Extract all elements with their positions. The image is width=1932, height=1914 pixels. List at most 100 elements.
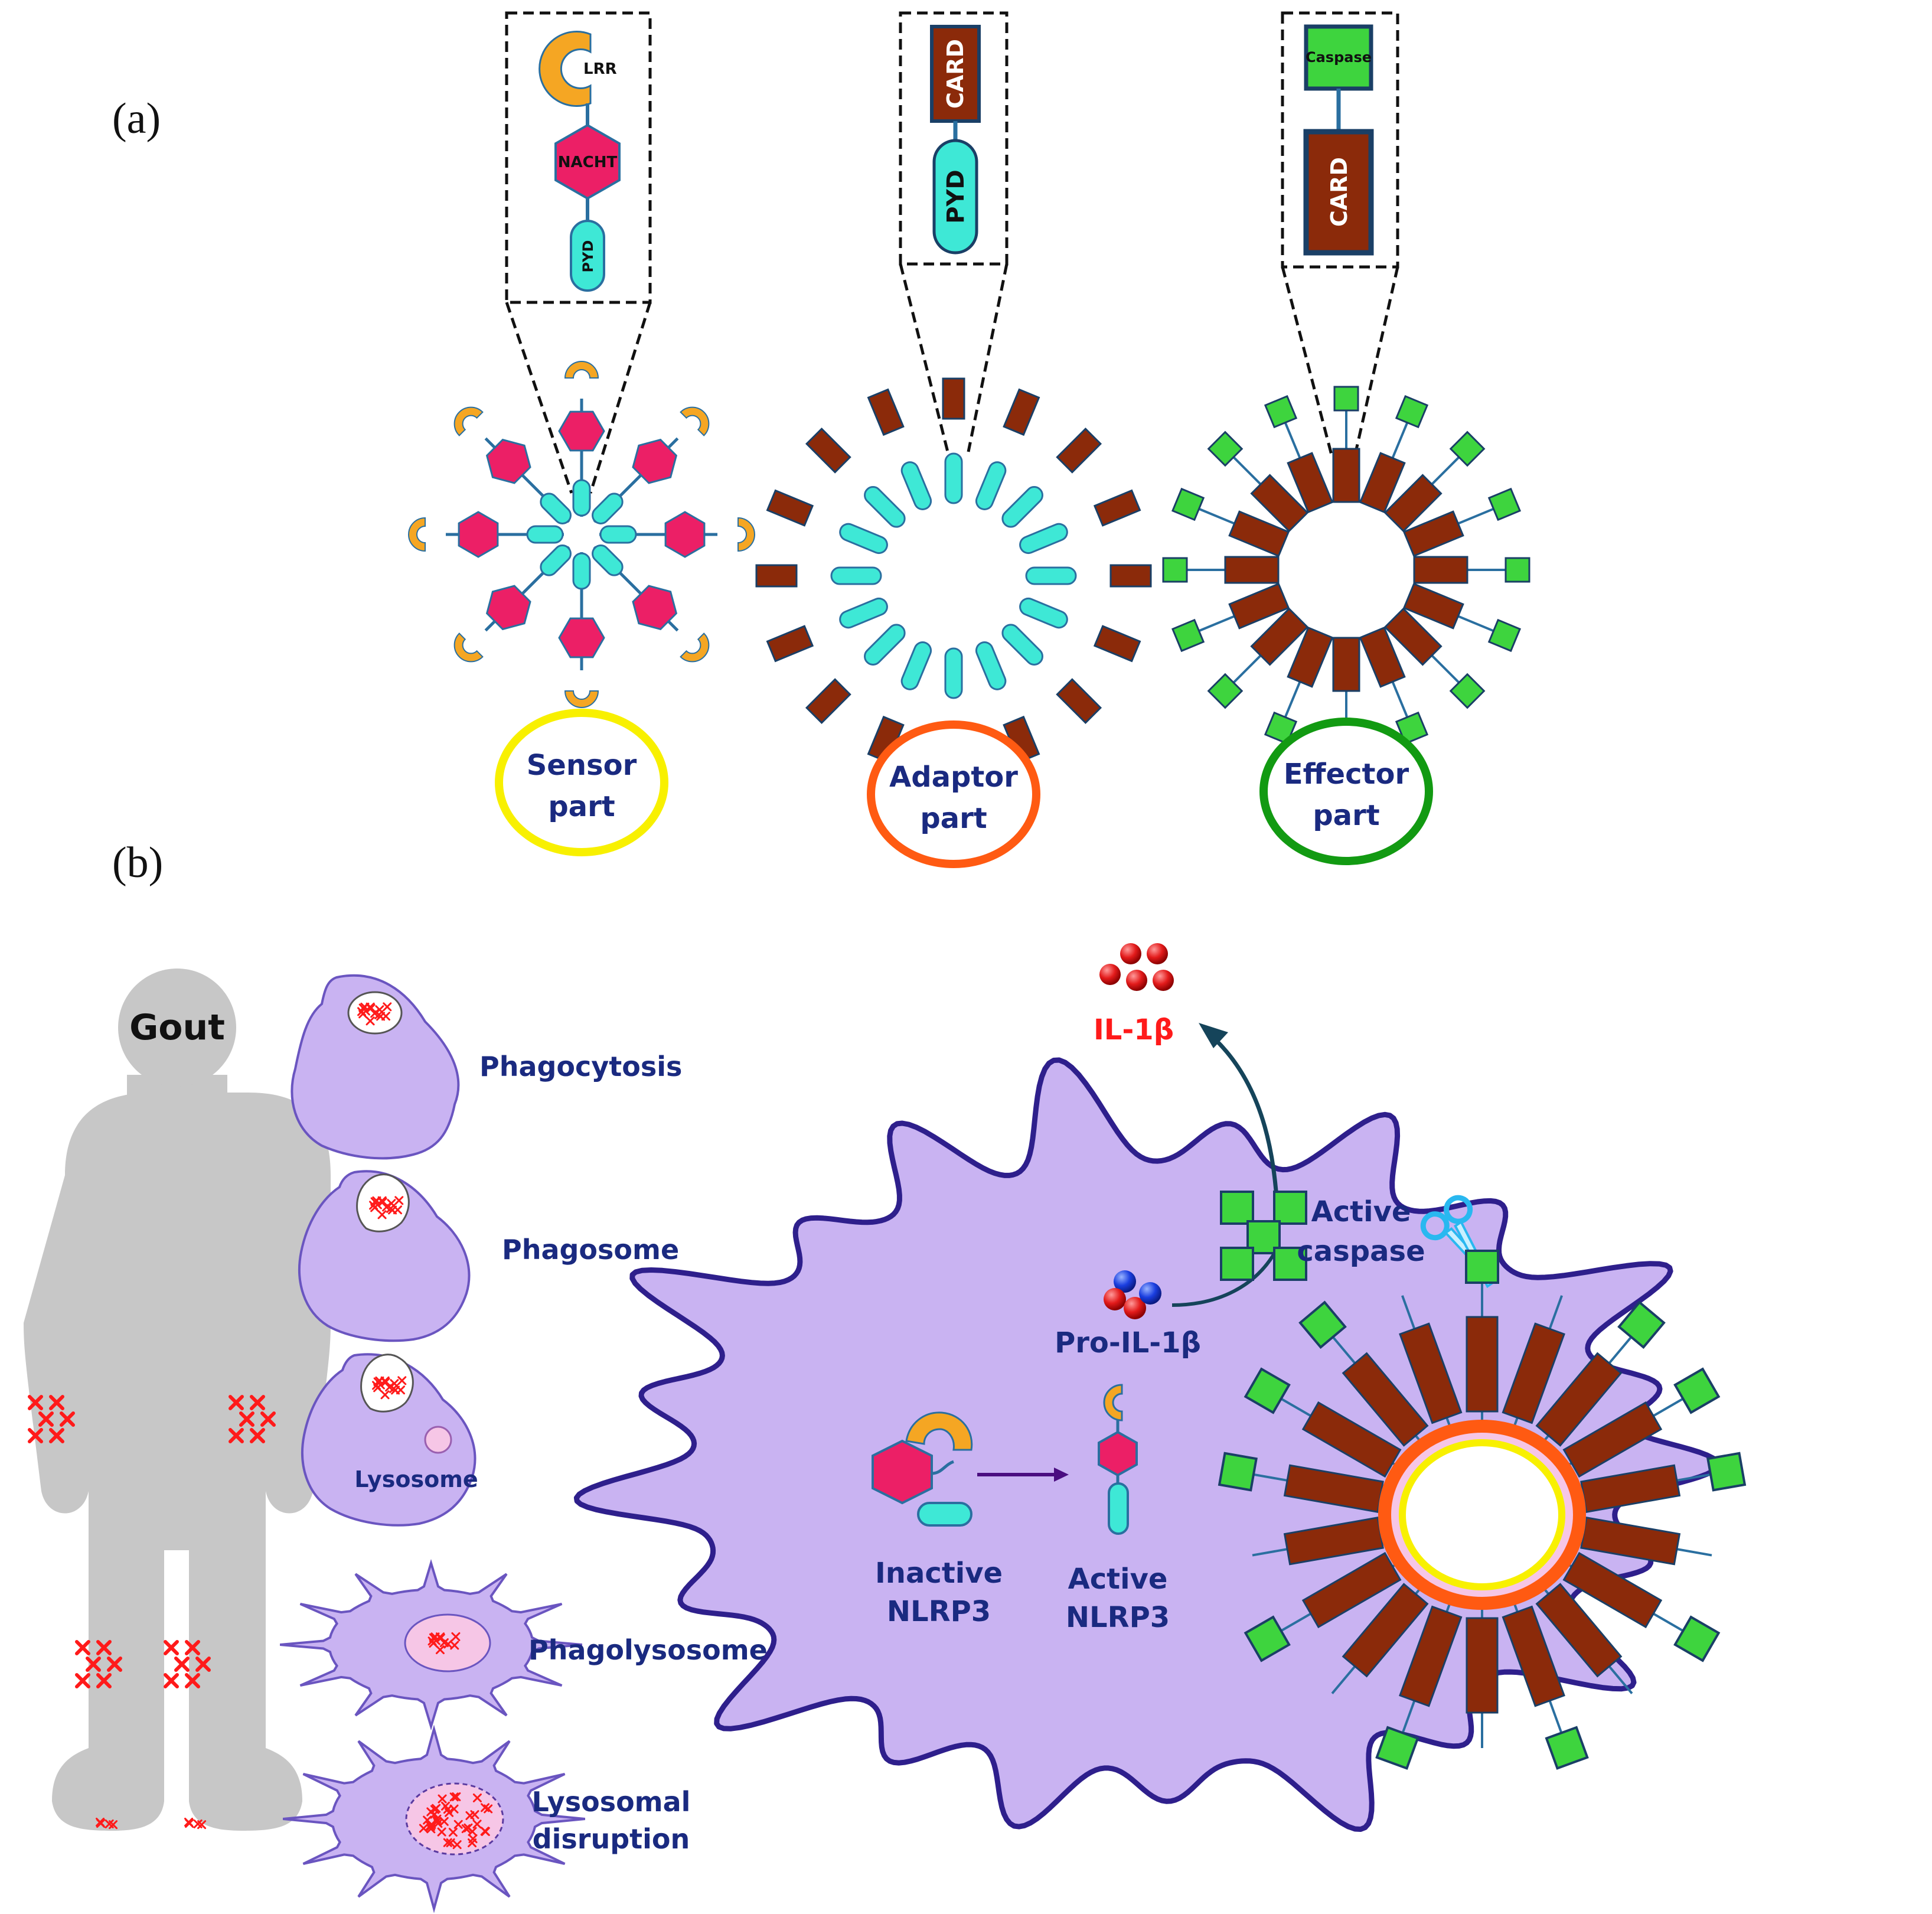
urate-crystal xyxy=(107,1657,122,1672)
inflammasome-card xyxy=(1535,1583,1623,1678)
adaptor-card xyxy=(766,489,814,527)
urate-crystal xyxy=(452,1840,462,1850)
card-adaptor-label: CARD xyxy=(942,39,968,109)
inflammasome-caspase xyxy=(1673,1615,1721,1662)
effector-caspase xyxy=(1171,618,1205,653)
adaptor-pyd xyxy=(1019,523,1068,555)
phagocytosis-label: Phagocytosis xyxy=(479,1051,682,1082)
effector-card xyxy=(1287,452,1334,514)
urate-crystal xyxy=(239,1411,254,1427)
sensor-part-badge: Sensor part xyxy=(495,709,668,856)
inflammasome-card xyxy=(1562,1551,1663,1629)
urate-crystal xyxy=(377,1210,387,1220)
sensor-pyd xyxy=(572,552,591,590)
effector-part-circle xyxy=(1259,718,1433,865)
sensor-pyd xyxy=(540,544,572,576)
pro-il1b: Pro-IL-1β xyxy=(1055,1245,1280,1359)
effector-caspase xyxy=(1207,431,1244,467)
effector-linker xyxy=(1198,507,1235,525)
urate-crystal xyxy=(432,1804,441,1813)
urate-crystal xyxy=(373,1377,383,1387)
urate-crystal xyxy=(28,1428,43,1443)
sensor-nacht xyxy=(664,511,706,558)
adaptor-pyd xyxy=(839,523,888,555)
urate-crystal xyxy=(437,1827,446,1837)
effector-card xyxy=(1287,626,1334,688)
sensor-lrr xyxy=(564,361,599,379)
adaptor-part-circle xyxy=(867,720,1040,868)
phagosome-label: Phagosome xyxy=(502,1234,679,1266)
caspase-label: Caspase xyxy=(1306,49,1372,66)
sensor-nacht xyxy=(632,438,678,484)
effector-caspase xyxy=(1264,711,1298,745)
active-lrr-shape xyxy=(1103,1384,1123,1421)
pro-il1b-bead-red xyxy=(1104,1288,1126,1310)
sensor-part-line-1: Sensor xyxy=(527,749,637,782)
lysosome-label: Lysosome xyxy=(354,1466,478,1492)
urate-crystal xyxy=(185,1640,200,1655)
urate-crystal xyxy=(461,1824,471,1834)
effector-card xyxy=(1250,607,1309,666)
adaptor-pyd xyxy=(900,461,932,510)
sensor-lrr xyxy=(408,517,426,552)
inflammasome-caspase xyxy=(1375,1726,1419,1770)
sensor-part-circle xyxy=(495,709,668,856)
effector-caspase xyxy=(1264,394,1298,429)
effector-linker xyxy=(1431,654,1460,684)
effector-linker xyxy=(1232,654,1262,684)
effector-caspase xyxy=(1162,557,1188,583)
active-nlrp3-label-line-1: Active xyxy=(1068,1563,1168,1596)
effector-card xyxy=(1413,556,1468,584)
adaptor-pyd xyxy=(839,597,888,629)
adaptor-card xyxy=(805,427,851,474)
effector-card xyxy=(1402,510,1464,557)
person-crystal-clusters xyxy=(28,1395,276,1830)
person-head xyxy=(118,969,236,1087)
urate-crystal xyxy=(365,1002,375,1012)
inflammasome-caspase xyxy=(1545,1726,1589,1770)
effector-linker xyxy=(1198,615,1235,632)
urate-crystal xyxy=(429,1633,438,1642)
urate-crystal xyxy=(383,1002,392,1012)
urate-crystal xyxy=(375,1005,384,1015)
sensor-pyd xyxy=(572,479,591,517)
inactive-pyd-shape xyxy=(917,1502,972,1527)
sensor-nacht xyxy=(558,617,605,658)
effector-card xyxy=(1228,582,1290,630)
inflammasome-caspase xyxy=(1673,1367,1721,1414)
step-lysosomal-disruption: Lysosomal disruption xyxy=(283,1724,690,1913)
inflammasome-card xyxy=(1466,1617,1499,1714)
active-caspase-subunit xyxy=(1273,1191,1307,1225)
lrr-domain-shape xyxy=(539,31,592,107)
adaptor-pyd xyxy=(1001,624,1043,666)
urate-crystal xyxy=(481,1827,490,1836)
adaptor-pyd xyxy=(830,566,882,585)
effector-part-line-2: part xyxy=(1313,799,1379,832)
effector-inset: Caspase CARD xyxy=(1281,11,1399,455)
urate-crystal xyxy=(38,1411,54,1427)
active-caspase-subunit xyxy=(1273,1247,1307,1281)
inflammasome-card xyxy=(1466,1316,1499,1413)
urate-crystal xyxy=(470,1810,479,1820)
urate-crystal xyxy=(397,1376,407,1385)
release-arrow-head xyxy=(1199,1023,1228,1048)
adaptor-card xyxy=(766,625,814,663)
lysosome-organelle xyxy=(424,1426,452,1454)
assembled-inflammasome xyxy=(1218,1250,1747,1770)
inflammasome-card xyxy=(1342,1352,1429,1447)
inflammasome-card xyxy=(1301,1401,1402,1478)
urate-crystal xyxy=(439,1638,449,1648)
sensor-zoom-line-left xyxy=(505,302,573,494)
urate-crystal xyxy=(394,1196,404,1205)
urate-crystal xyxy=(164,1640,179,1655)
effector-caspase xyxy=(1207,673,1244,709)
phagolysosome-label: Phagolysosome xyxy=(528,1634,768,1666)
active-caspase-label-line-2: caspase xyxy=(1297,1235,1425,1268)
gout-label: Gout xyxy=(129,1007,225,1048)
adaptor-card xyxy=(1056,427,1102,474)
urate-crystal xyxy=(432,1817,442,1826)
step-phagocytosis: Phagocytosis xyxy=(291,974,682,1160)
active-nacht-shape xyxy=(1098,1430,1138,1477)
urate-crystal xyxy=(481,1803,490,1812)
sensor-lrr xyxy=(680,632,710,663)
